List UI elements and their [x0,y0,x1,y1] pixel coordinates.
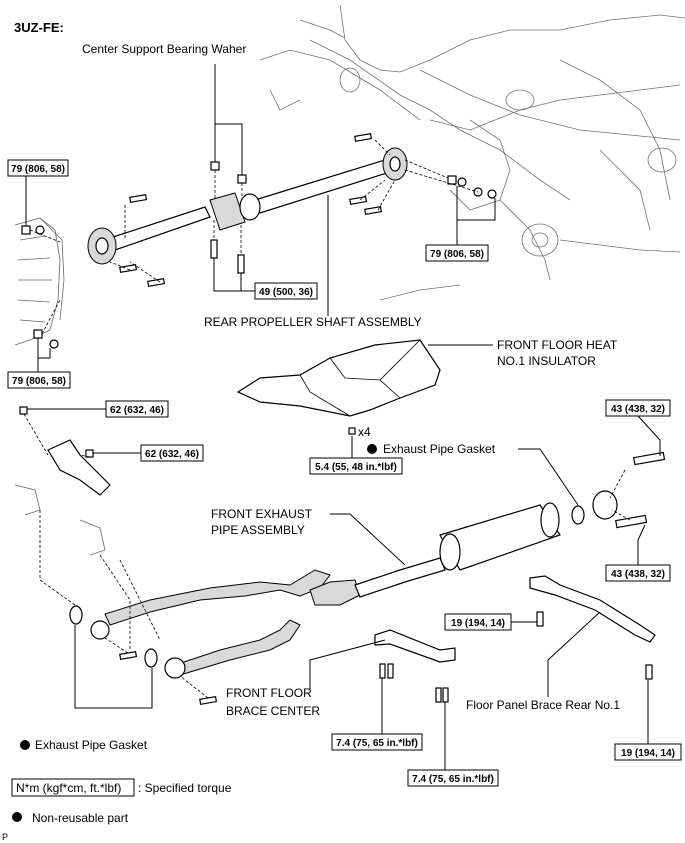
exhaust-manifold-stubs [14,484,106,556]
propeller-shaft-bolts [21,132,497,349]
exhaust-gasket-left-leader [74,625,153,709]
non-reusable-dot-icon [20,740,30,750]
torque-box-5-4: 5.4 (55, 48 in.*lbf) [309,457,403,475]
torque-value: 7.4 (75, 65 in.*lbf) [412,774,494,785]
torque-box-79-right: 79 (806, 58) [425,186,496,262]
torque-box-43-b: 43 (438, 32) [605,524,671,582]
torque-value: 79 (806, 58) [430,249,484,260]
engine-code-heading: 3UZ-FE: [14,20,64,35]
torque-value: 7.4 (75, 65 in.*lbf) [336,738,418,749]
torque-box-7-4-a: 7.4 (75, 65 in.*lbf) [331,678,423,751]
torque-value: 43 (438, 32) [611,569,665,580]
center-bearing-washer-leader [214,64,243,175]
exhaust-pipe-gasket-right-label: Exhaust Pipe Gasket [383,442,496,456]
torque-box-79-top-left: 79 (806, 58) [7,159,69,226]
center-bearing-washer-label: Center Support Bearing Waher [82,42,246,56]
non-reusable-dot-icon [12,812,22,822]
torque-box-43-a: 43 (438, 32) [605,399,671,456]
torque-value: 62 (632, 46) [145,449,199,460]
floor-panel-brace-leader [547,611,601,697]
corner-mark: P [2,832,8,842]
exhaust-gaskets [69,505,585,668]
torque-value: 43 (438, 32) [611,404,665,415]
rear-suspension-member-drawing [259,4,685,301]
legend-non-reusable-text: Non-reusable part [32,811,129,825]
torque-value: 5.4 (55, 48 in.*lbf) [315,462,397,473]
torque-box-79-bottom-left: 79 (806, 58) [7,338,71,389]
torque-value: 79 (806, 58) [11,164,65,175]
torque-box-62-a: 62 (632, 46) [27,400,169,418]
exhaust-pipe-gasket-left-label: Exhaust Pipe Gasket [35,738,148,752]
torque-value: 49 (500, 36) [259,287,313,298]
rear-propeller-shaft-drawing [87,147,408,265]
front-floor-brace-label-line1: FRONT FLOOR [226,686,312,700]
quantity-x4-label: x4 [358,425,371,439]
exhaust-front-guide-lines [39,510,161,650]
front-exhaust-pipe-label-line1: FRONT EXHAUST [211,507,313,521]
exhaust-gasket-right-leader [518,448,579,506]
muffler-flange-bolts [609,451,666,529]
legend-torque-text: : Specified torque [138,781,232,795]
front-floor-brace-label-line2: BRACE CENTER [226,704,320,718]
torque-box-19-b: 19 (194, 14) [614,680,682,761]
torque-box-49: 49 (500, 36) [213,258,318,300]
transmission-housing-drawing [14,217,65,346]
exhaust-hanger-bracket [19,406,111,496]
torque-value: 19 (194, 14) [451,618,505,629]
front-floor-heat-insulator-label-line2: NO.1 INSULATOR [497,354,596,368]
legend-torque-unit: N*m (kgf*cm, ft.*lbf) [16,781,121,795]
front-exhaust-pipe-leader [330,513,406,566]
torque-value: 79 (806, 58) [12,376,66,387]
torque-box-19-a: 19 (194, 14) [444,613,537,631]
front-floor-heat-insulator-label-line1: FRONT FLOOR HEAT [497,338,618,352]
exhaust-pipe-drawing [90,490,618,679]
rear-propeller-shaft-label: REAR PROPELLER SHAFT ASSEMBLY [204,315,422,329]
floor-panel-brace-drawing [529,575,656,680]
front-floor-brace-center-drawing [374,629,456,703]
torque-box-7-4-b: 7.4 (75, 65 in.*lbf) [407,702,499,787]
front-floor-heat-insulator-drawing [236,339,441,435]
torque-value: 62 (632, 46) [110,405,164,416]
torque-value: 19 (194, 14) [621,748,675,759]
exhaust-front-bolts [104,637,218,706]
legend-torque: N*m (kgf*cm, ft.*lbf) : Specified torque [11,778,232,797]
torque-box-62-b: 62 (632, 46) [93,444,204,462]
front-exhaust-pipe-label-line2: PIPE ASSEMBLY [211,523,305,537]
floor-panel-brace-label: Floor Panel Brace Rear No.1 [466,698,620,712]
non-reusable-dot-icon [367,444,377,454]
legend-non-reusable: Non-reusable part [12,811,129,825]
front-floor-brace-leader [309,639,386,690]
